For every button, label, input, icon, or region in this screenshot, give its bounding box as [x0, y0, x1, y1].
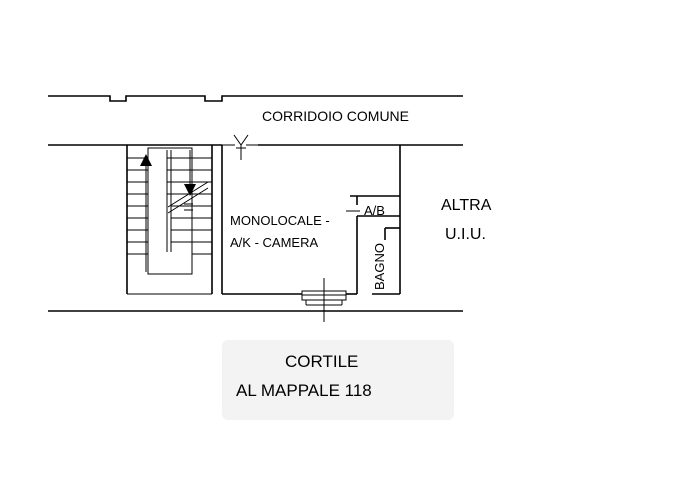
studio-label-line1: MONOLOCALE - — [230, 213, 330, 228]
stair-break-line — [167, 181, 209, 214]
stair-treads — [127, 157, 212, 255]
bathroom-walls — [356, 196, 401, 295]
stair-well — [126, 145, 213, 295]
other-unit-label-line2: U.I.U. — [445, 226, 486, 243]
meter-symbol — [233, 134, 249, 160]
studio-label-line2: A/K - CAMERA — [230, 235, 318, 250]
stair-down-arrow-icon — [184, 150, 196, 196]
courtyard-window — [301, 278, 347, 322]
parcel-label: AL MAPPALE 118 — [236, 381, 372, 400]
studio-walls — [221, 145, 401, 295]
bathroom-label: BAGNO — [372, 243, 387, 290]
courtyard-label: CORTILE — [285, 352, 358, 371]
corridor-label: CORRIDOIO COMUNE — [262, 108, 409, 124]
ab-label: A/B — [364, 203, 385, 218]
other-unit-label-line1: ALTRA — [441, 197, 492, 214]
corridor-outer-wall — [48, 95, 463, 102]
courtyard-shading — [222, 340, 454, 420]
stair-up-arrow-icon — [140, 154, 152, 272]
